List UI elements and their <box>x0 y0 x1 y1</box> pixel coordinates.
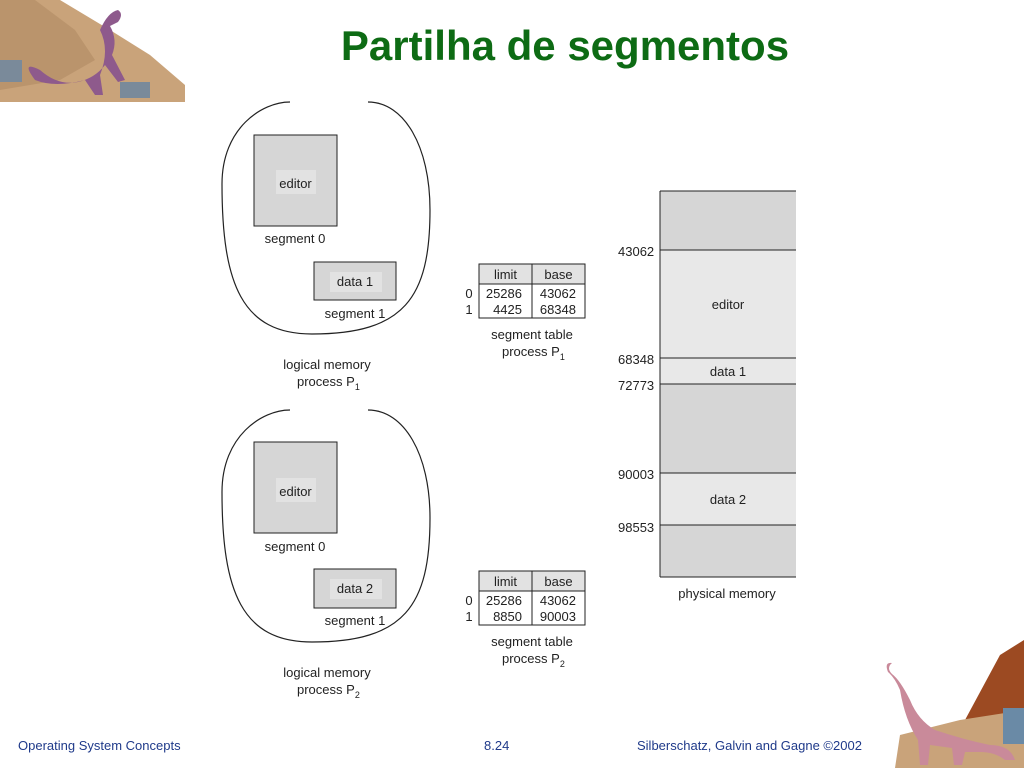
p2-table-row0-limit: 25286 <box>486 593 522 608</box>
p2-table-header-limit: limit <box>494 574 517 589</box>
physical-address-0: 43062 <box>618 244 654 259</box>
p1-seg1-name: data 1 <box>337 274 373 289</box>
physical-editor-label: editor <box>712 297 745 312</box>
physical-block-editor <box>660 250 796 358</box>
physical-address-3: 90003 <box>618 467 654 482</box>
p1-table-row1-limit: 4425 <box>493 302 522 317</box>
p2-seg0-name: editor <box>279 484 312 499</box>
p1-table-caption-line2: process P1 <box>502 344 565 362</box>
p1-logical-caption-line1: logical memory <box>283 357 371 372</box>
physical-block-data2 <box>660 473 796 525</box>
p2-logical-caption-line1: logical memory <box>283 665 371 680</box>
p1-table-row1-index: 1 <box>465 302 472 317</box>
p1-table-row1-base: 68348 <box>540 302 576 317</box>
segment-table-p2: limit base 0 25286 43062 1 8850 90003 se… <box>465 570 586 669</box>
physical-block-free-top <box>660 191 796 250</box>
footer-copyright: Silberschatz, Galvin and Gagne ©2002 <box>637 738 862 753</box>
p1-table-caption-line1: segment table <box>491 327 573 342</box>
physical-data2-label: data 2 <box>710 492 746 507</box>
p2-seg0-label: segment 0 <box>265 539 326 554</box>
p1-seg1-label: segment 1 <box>325 306 386 321</box>
p2-logical-caption-line2: process P2 <box>297 682 360 700</box>
p2-table-row1-index: 1 <box>465 609 472 624</box>
p2-table-caption-line1: segment table <box>491 634 573 649</box>
physical-address-4: 98553 <box>618 520 654 535</box>
physical-block-free-middle <box>660 384 796 473</box>
dinosaur-top-left-icon <box>0 0 185 102</box>
physical-memory: editor data 1 data 2 43062 68348 72773 9… <box>618 190 796 601</box>
physical-address-1: 68348 <box>618 352 654 367</box>
physical-address-2: 72773 <box>618 378 654 393</box>
p1-table-row0-base: 43062 <box>540 286 576 301</box>
physical-block-free-bottom <box>660 525 796 577</box>
dinosaur-bottom-right-icon <box>886 640 1024 768</box>
p2-table-row0-base: 43062 <box>540 593 576 608</box>
p2-table-caption-line2: process P2 <box>502 651 565 669</box>
p1-logical-caption-line2: process P1 <box>297 374 360 392</box>
p2-seg1-label: segment 1 <box>325 613 386 628</box>
p2-table-row0-index: 0 <box>465 593 472 608</box>
p2-table-row1-base: 90003 <box>540 609 576 624</box>
physical-block-data1 <box>660 358 796 384</box>
p1-table-header-limit: limit <box>494 267 517 282</box>
p2-table-header-base: base <box>544 574 572 589</box>
logical-memory-p1: editor segment 0 data 1 segment 1 logica… <box>221 101 431 392</box>
slide-title: Partilha de segmentos <box>340 22 790 69</box>
physical-memory-caption: physical memory <box>678 586 776 601</box>
p2-table-row1-limit: 8850 <box>493 609 522 624</box>
logical-memory-p2: editor segment 0 data 2 segment 1 logica… <box>221 409 431 700</box>
p1-table-row0-limit: 25286 <box>486 286 522 301</box>
segment-table-p1: limit base 0 25286 43062 1 4425 68348 se… <box>465 263 586 362</box>
p1-table-header-base: base <box>544 267 572 282</box>
p2-seg1-name: data 2 <box>337 581 373 596</box>
footer-course-title: Operating System Concepts <box>18 738 181 753</box>
footer-slide-number: 8.24 <box>484 738 510 753</box>
physical-data1-label: data 1 <box>710 364 746 379</box>
p1-table-row0-index: 0 <box>465 286 472 301</box>
p1-seg0-name: editor <box>279 176 312 191</box>
p1-seg0-label: segment 0 <box>265 231 326 246</box>
